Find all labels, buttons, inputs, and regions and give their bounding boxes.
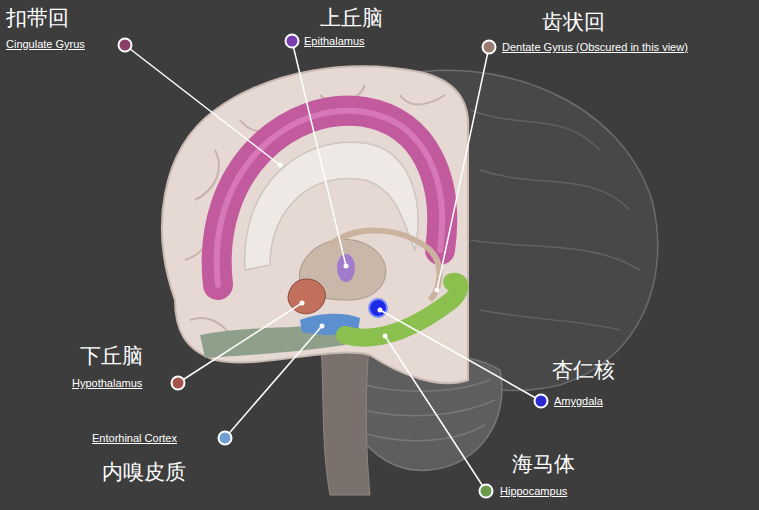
hippocampus-part [345,282,460,338]
english-label: Entorhinal Cortex [92,432,177,445]
temporal-band [200,322,345,358]
ghost-gyri [470,110,640,330]
callout-dots [119,35,548,498]
english-label: Dentate Gyrus (Obscured in this view) [502,41,688,54]
medial-hemisphere [162,66,468,383]
english-label: Cingulate Gyrus [6,38,85,51]
english-label: Hypothalamus [72,377,142,390]
epithalamus-part [337,254,355,282]
chinese-label: 上丘脑 [320,6,383,30]
chinese-label: 下丘脑 [80,344,143,368]
chinese-label: 杏仁核 [552,358,615,382]
chinese-label: 扣带回 [6,6,69,30]
amygdala-part [369,299,387,317]
fornix [330,231,439,300]
chinese-label: 海马体 [512,452,575,476]
leader-lines [125,41,541,491]
english-label: Hippocampus [500,485,567,498]
chinese-label: 齿状回 [542,10,605,34]
english-label: Epithalamus [304,35,365,48]
chinese-label: 内嗅皮质 [102,460,186,484]
brainstem [320,335,370,495]
leader-ends [278,163,440,339]
english-label: Amygdala [554,395,603,408]
